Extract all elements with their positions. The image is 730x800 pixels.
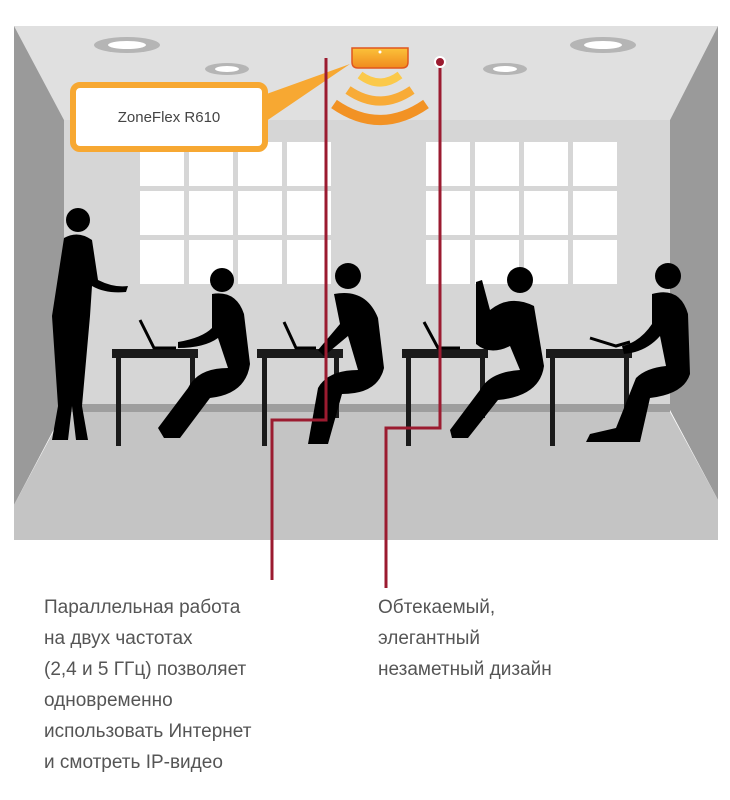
caption-line: на двух частотах — [44, 628, 193, 649]
caption-line: одновременно — [44, 690, 173, 711]
caption-line: использовать Интернет — [44, 721, 252, 742]
access-point-icon — [351, 47, 409, 69]
design-marker-dot — [434, 56, 446, 68]
wifi-signal-icon — [331, 71, 429, 125]
laptops — [138, 319, 631, 350]
caption-design: Обтекаемый, элегантный незаметный дизайн — [378, 592, 552, 685]
caption-line: незаметный дизайн — [378, 659, 552, 680]
caption-dual-band: Параллельная работа на двух частотах (2,… — [44, 592, 251, 778]
teacher-silhouette — [52, 208, 128, 440]
student-silhouette-1 — [158, 268, 250, 438]
baseboard — [64, 404, 670, 412]
caption-line: элегантный — [378, 628, 480, 649]
window-right — [426, 142, 617, 284]
caption-line: и смотреть IP-видео — [44, 752, 223, 773]
caption-line: (2,4 и 5 ГГц) позволяет — [44, 659, 247, 680]
device-label: ZoneFlex R610 — [117, 108, 221, 126]
leader-lines — [270, 58, 442, 588]
ceiling-lights — [94, 37, 636, 75]
device-callout: ZoneFlex R610 — [70, 82, 268, 152]
floor — [14, 412, 718, 540]
caption-line: Параллельная работа — [44, 597, 241, 618]
student-silhouette-3 — [450, 267, 544, 438]
left-wall — [14, 26, 64, 505]
caption-line: Обтекаемый, — [378, 597, 496, 618]
student-silhouette-4 — [586, 263, 690, 442]
